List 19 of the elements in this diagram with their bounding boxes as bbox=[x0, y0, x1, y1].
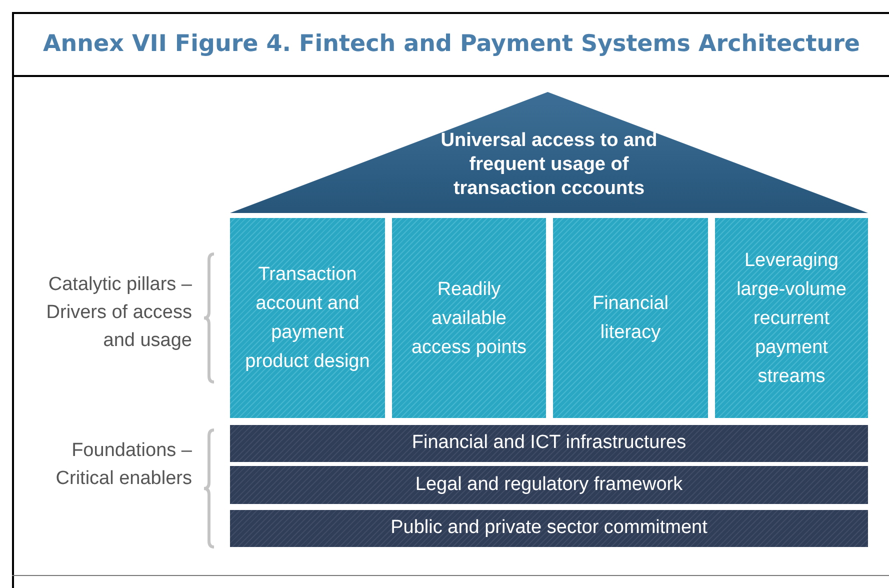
node-text: Universal access to and frequent usage of transaction cccounts bbox=[440, 130, 658, 199]
pillar-box bbox=[230, 218, 385, 418]
foundation-bar bbox=[230, 510, 868, 547]
node-text: Leveraging large-volume recurrent payment streams bbox=[736, 248, 848, 388]
node-text: Readily available access points bbox=[410, 278, 528, 360]
figure-title: Annex VII Figure 4. Fintech and Payment Systems Architecture bbox=[42, 30, 860, 60]
pillar-box bbox=[715, 218, 868, 418]
node-text: Public and private sector commitment bbox=[390, 516, 708, 540]
side-label: Foundations – Critical enablers bbox=[54, 439, 192, 491]
node-text: Financial literacy bbox=[591, 292, 670, 345]
node-text: Legal and regulatory framework bbox=[415, 472, 683, 497]
node-text: Transaction account and payment product design bbox=[244, 263, 371, 374]
roof-triangle bbox=[230, 92, 868, 213]
node-text: Financial and ICT infrastructures bbox=[412, 431, 686, 456]
foundation-bar bbox=[230, 466, 868, 504]
pillar-box bbox=[392, 218, 546, 418]
side-label: Catalytic pillars – Drivers of access and usage bbox=[45, 273, 192, 353]
foundation-bar bbox=[230, 425, 868, 462]
pillar-box bbox=[553, 218, 708, 418]
